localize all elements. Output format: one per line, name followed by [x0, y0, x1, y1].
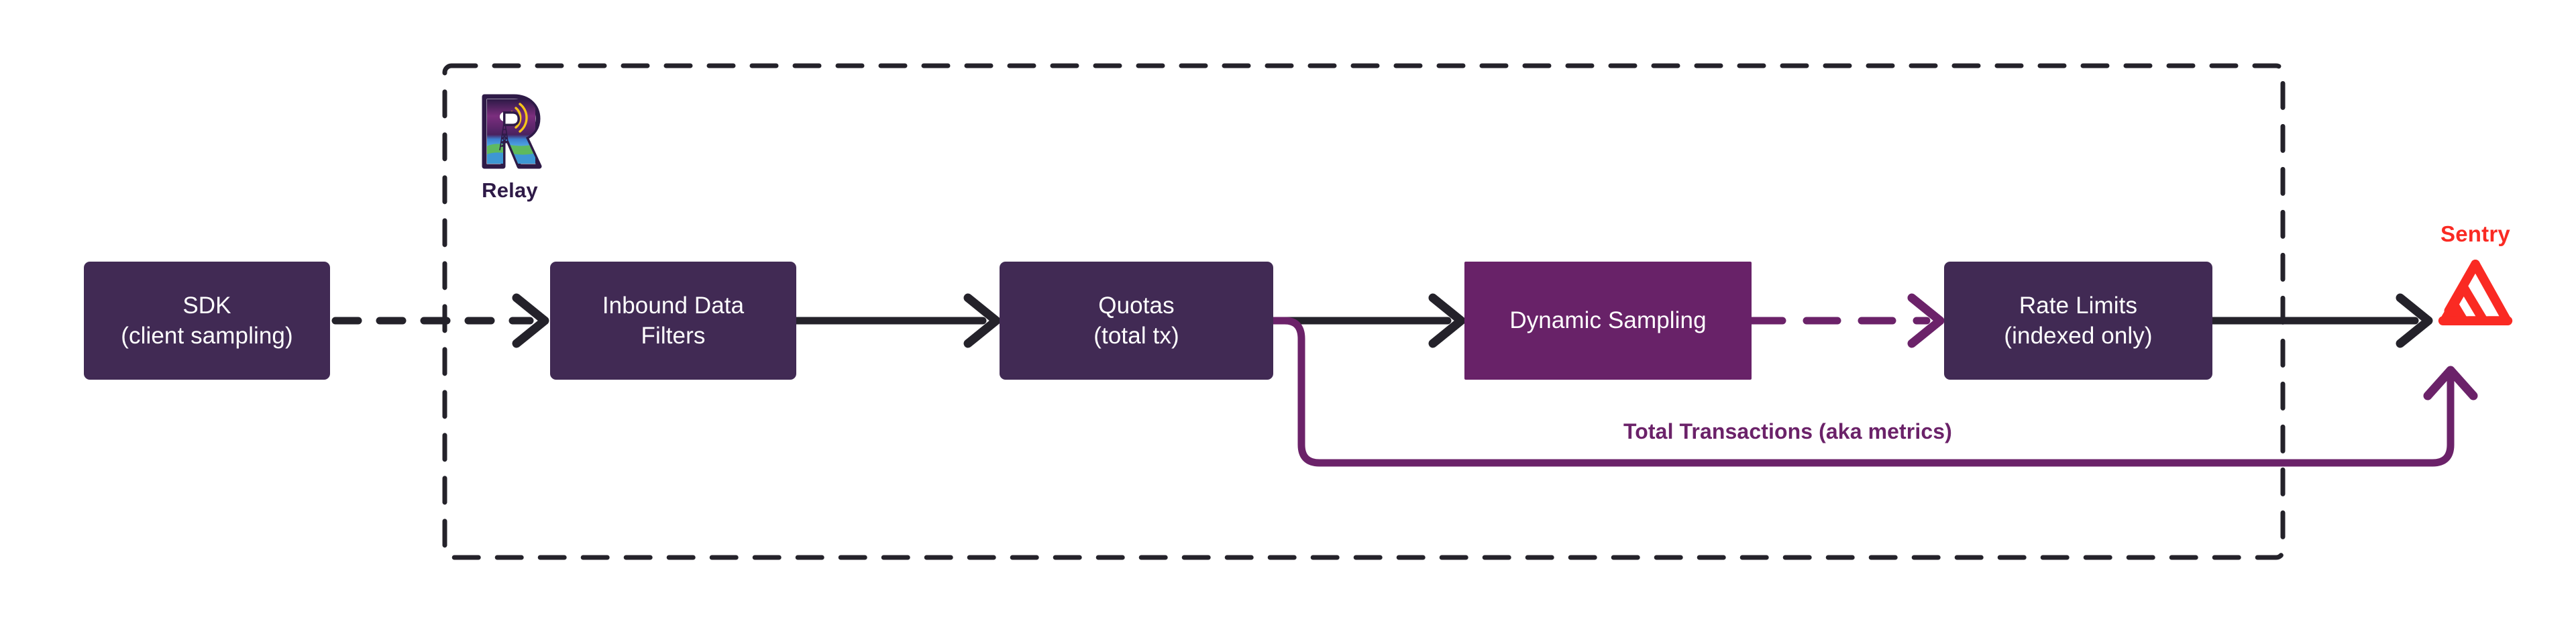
sentry-logo-icon: [2438, 260, 2513, 325]
arrowhead-quotas-to-sentry-metrics: [2423, 366, 2478, 400]
node-quotas-line1: Quotas: [1098, 292, 1175, 319]
relay-boundary-rect: [442, 63, 2286, 560]
node-quotas-line2: (total tx): [1093, 323, 1179, 349]
node-sdk[interactable]: SDK (client sampling): [84, 262, 330, 380]
metrics-path-label: Total Transactions (aka metrics): [1623, 419, 1952, 443]
node-dynamic-sampling[interactable]: Dynamic Sampling: [1464, 262, 1752, 380]
node-quotas[interactable]: Quotas (total tx): [1000, 262, 1273, 380]
edge-quotas-to-sentry-metrics: [1269, 317, 2455, 467]
relay-tower-logo-icon: [482, 94, 542, 169]
node-sdk-line1: SDK: [182, 292, 231, 319]
arrowhead-sdk-to-inbound-filters: [512, 293, 549, 348]
node-sdk-line2: (client sampling): [121, 323, 293, 349]
arrowhead-rate-limits-to-sentry: [2396, 293, 2433, 348]
node-rate-limits-line1: Rate Limits: [2019, 292, 2138, 319]
node-rate-limits[interactable]: Rate Limits (indexed only): [1944, 262, 2212, 380]
arrowhead-dynamic-sampling-to-rate-limits: [1907, 293, 1945, 348]
node-inbound-data-filters-line2: Filters: [641, 323, 706, 349]
node-inbound-data-filters-line1: Inbound Data: [602, 292, 745, 319]
node-rate-limits-line2: (indexed only): [2004, 323, 2153, 349]
node-inbound-data-filters[interactable]: Inbound Data Filters: [550, 262, 796, 380]
sentry-cluster: Sentry: [2408, 221, 2542, 362]
relay-label: Relay: [482, 178, 538, 202]
node-dynamic-sampling-line1: Dynamic Sampling: [1509, 307, 1707, 334]
sentry-label: Sentry: [2440, 221, 2510, 246]
arrowhead-inbound-filters-to-quotas: [963, 293, 1001, 348]
arrowhead-quotas-to-dynamic-sampling: [1428, 293, 1466, 348]
relay-cluster: Relay: [460, 93, 560, 227]
